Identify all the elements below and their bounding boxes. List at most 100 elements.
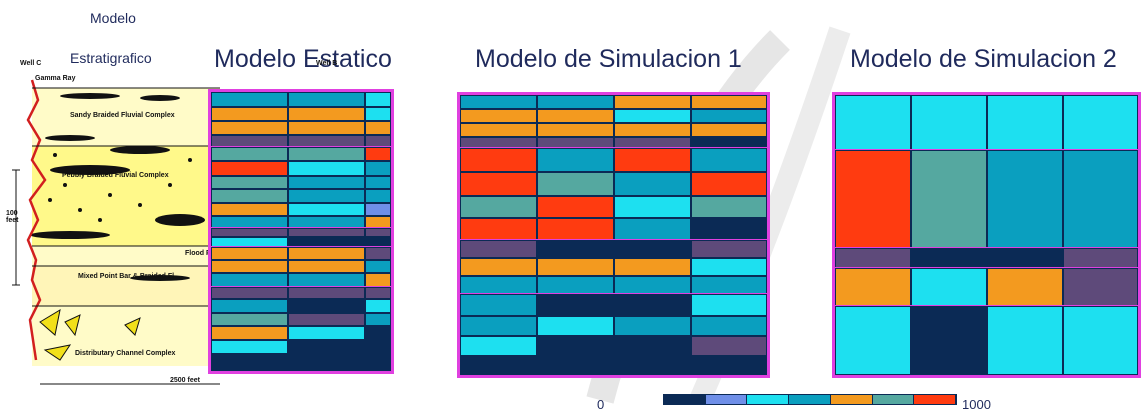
grid-cell — [537, 109, 614, 123]
colorbar-swatch-4 — [789, 395, 831, 404]
grid-cell — [614, 258, 691, 276]
grid-cell — [460, 95, 537, 109]
grid-cell — [614, 123, 691, 137]
grid-cell — [835, 306, 911, 375]
well-b-label: Well B — [316, 60, 338, 67]
grid-cell — [365, 326, 391, 340]
grid-cell — [537, 218, 614, 240]
grid-cell — [365, 176, 391, 189]
grid-cell — [691, 109, 767, 123]
grid-cell — [460, 218, 537, 240]
grid-cell — [691, 95, 767, 109]
grid-cell — [1063, 268, 1138, 306]
grid-cell — [537, 95, 614, 109]
grid-cell — [987, 150, 1063, 248]
grid-cell — [460, 196, 537, 218]
colorbar-max-label: 1000 — [962, 397, 991, 412]
grid-cell — [211, 147, 288, 161]
colorbar-swatch-6 — [872, 395, 915, 404]
grid-cell — [835, 95, 911, 150]
grid-cell — [288, 228, 365, 237]
grid-cell — [365, 273, 391, 287]
gamma-ray-label: Gamma Ray — [35, 75, 76, 82]
grid-cell — [288, 273, 365, 287]
grid-cell — [1063, 95, 1138, 150]
grid-cell — [614, 196, 691, 218]
grid-cell — [365, 247, 391, 260]
colorbar-swatch-5 — [830, 395, 873, 404]
grid-cell — [460, 240, 537, 258]
grid-cell — [365, 287, 391, 299]
grid-cell — [614, 276, 691, 294]
grid-cell — [211, 161, 288, 176]
unit-sandy-braided-label: Sandy Braided Fluvial Complex — [70, 112, 175, 119]
colorbar-swatch-3 — [747, 395, 790, 404]
grid-cell — [288, 161, 365, 176]
modelo-simulacion-1-title: Modelo de Simulacion 1 — [475, 45, 742, 73]
colorbar-min-label: 0 — [597, 397, 605, 412]
grid-cell — [460, 294, 537, 316]
grid-cell — [691, 316, 767, 336]
grid-cell — [537, 276, 614, 294]
grid-cell — [537, 294, 614, 316]
modelo-simulacion-1-grid — [457, 92, 770, 378]
colorbar-swatch-1 — [664, 395, 706, 404]
grid-cell — [614, 240, 691, 258]
grid-cell — [288, 260, 365, 273]
grid-cell — [987, 248, 1063, 268]
grid-cell — [691, 148, 767, 172]
grid-cell — [911, 150, 987, 248]
log-drawing — [12, 79, 335, 385]
unit-mixed-point-bar-label: Mixed Point Bar & Braided Fl — [78, 273, 175, 280]
grid-cell — [211, 92, 288, 107]
grid-cell — [537, 196, 614, 218]
grid-cell — [460, 148, 537, 172]
grid-cell — [614, 294, 691, 316]
grid-cell — [288, 92, 365, 107]
grid-cell — [365, 228, 391, 237]
grid-cell — [211, 228, 288, 237]
grid-cell — [614, 109, 691, 123]
grid-cell — [288, 121, 365, 135]
modelo-heading-line2: Estratigrafico — [70, 50, 152, 66]
grid-cell — [537, 240, 614, 258]
grid-cell — [835, 268, 911, 306]
grid-cell — [211, 260, 288, 273]
well-c-label: Well C — [20, 60, 42, 67]
grid-cell — [288, 107, 365, 121]
grid-cell — [1063, 248, 1138, 268]
grid-cell — [691, 123, 767, 137]
vertical-scale-label: 100 feet — [6, 210, 19, 224]
grid-cell — [211, 107, 288, 121]
grid-cell — [365, 313, 391, 326]
grid-cell — [614, 172, 691, 196]
grid-cell — [537, 148, 614, 172]
unit-distributary-channel-label: Distributary Channel Complex — [75, 350, 176, 357]
grid-cell — [911, 248, 987, 268]
grid-cell — [987, 268, 1063, 306]
horizontal-scale-label: 2500 feet — [170, 377, 200, 384]
grid-cell — [288, 340, 365, 354]
modelo-estatico-title: Modelo Estatico — [214, 45, 392, 73]
grid-cell — [460, 276, 537, 294]
grid-cell — [211, 313, 288, 326]
modelo-simulacion-2-title: Modelo de Simulacion 2 — [850, 45, 1117, 73]
grid-cell — [911, 95, 987, 150]
grid-cell — [460, 109, 537, 123]
grid-cell — [537, 258, 614, 276]
grid-cell — [691, 240, 767, 258]
grid-cell — [537, 316, 614, 336]
grid-cell — [288, 299, 365, 313]
grid-cell — [911, 306, 987, 375]
unit-flood-label: Flood P — [185, 250, 211, 257]
grid-cell — [211, 176, 288, 189]
grid-cell — [288, 147, 365, 161]
grid-cell — [211, 287, 288, 299]
grid-cell — [691, 196, 767, 218]
grid-cell — [211, 247, 288, 260]
grid-cell — [460, 336, 537, 356]
grid-cell — [365, 121, 391, 135]
modelo-heading-line1: Modelo — [90, 10, 136, 26]
grid-cell — [365, 340, 391, 354]
grid-cell — [987, 95, 1063, 150]
